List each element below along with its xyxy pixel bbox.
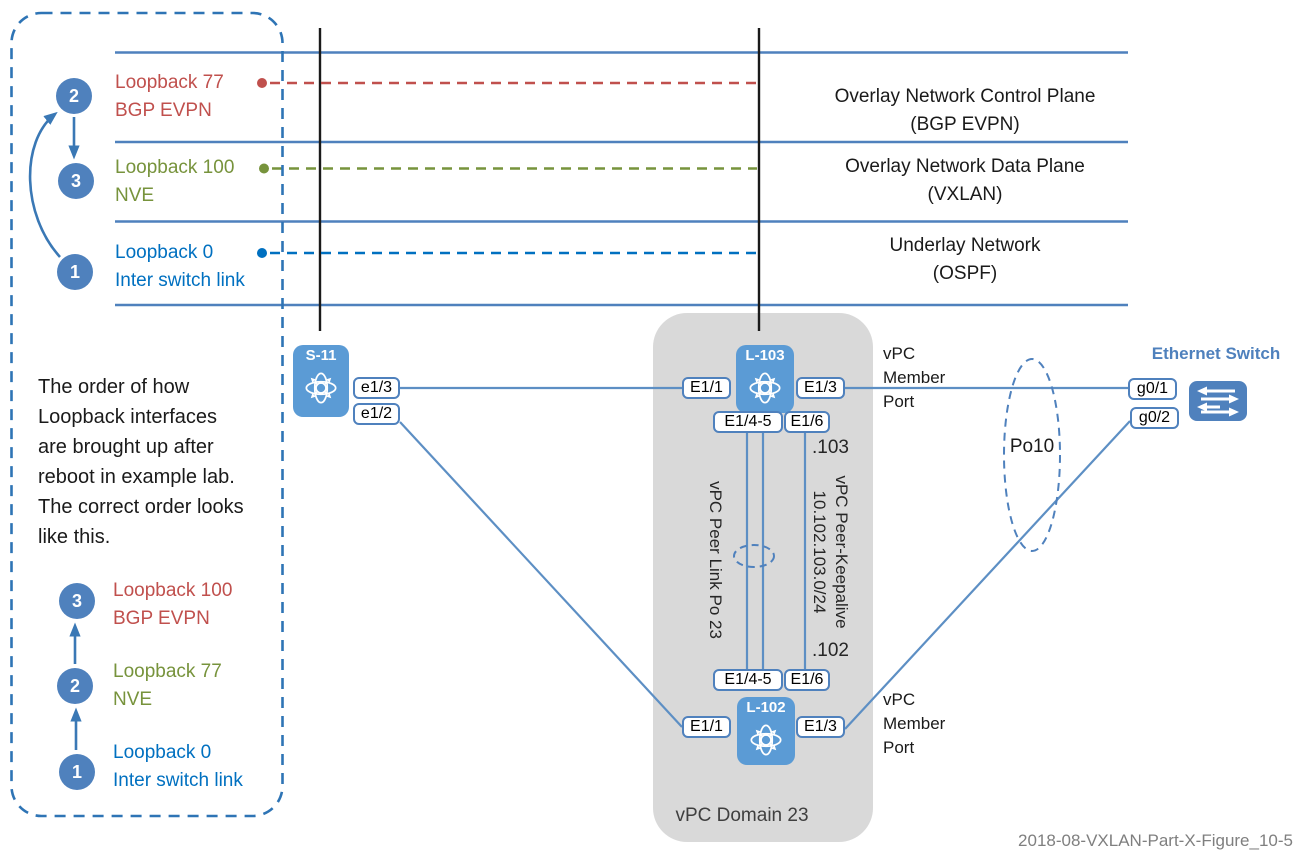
peer-link-bundle-ellipse bbox=[733, 544, 775, 568]
legend-entry: Loopback 100 NVE bbox=[115, 154, 234, 210]
plane-label-underlay: Underlay Network (OSPF) bbox=[800, 232, 1130, 288]
keepalive-subnet: 10.102.103.0/24 bbox=[810, 490, 829, 614]
plane-subtitle: (OSPF) bbox=[932, 263, 998, 284]
link-l102-ethswitch bbox=[844, 420, 1131, 730]
vpc-member-port-label-top: vPC Member Port bbox=[883, 344, 946, 411]
port-l103-e1-1: E1/1 bbox=[682, 377, 731, 399]
loopback77-dot bbox=[257, 78, 267, 88]
keepalive-ip-103: .103 bbox=[812, 437, 849, 458]
step-circle: 1 bbox=[59, 754, 95, 790]
po10-bundle-ellipse bbox=[1003, 358, 1061, 552]
port-eth-g0-2: g0/2 bbox=[1130, 407, 1179, 429]
observed-order-arrows bbox=[28, 111, 80, 258]
link-s11-l102 bbox=[399, 421, 683, 728]
step-circle: 3 bbox=[58, 163, 94, 199]
leaf-switch-icon bbox=[744, 718, 788, 762]
step-circle: 2 bbox=[57, 668, 93, 704]
topology-links bbox=[399, 386, 1131, 730]
loopback-interface-label: Loopback 0 bbox=[115, 242, 214, 263]
vpc-domain-label: vPC Domain 23 bbox=[675, 805, 809, 826]
step-circle: 2 bbox=[56, 78, 92, 114]
spine-switch-icon bbox=[299, 366, 343, 410]
loopback-interface-label: Loopback 77 bbox=[113, 661, 222, 682]
correct-order-arrows bbox=[69, 622, 82, 750]
loopback-role-label: NVE bbox=[115, 185, 155, 206]
loopback-role-label: BGP EVPN bbox=[113, 608, 210, 629]
loopback-role-label: Inter switch link bbox=[115, 270, 245, 291]
node-name: L-103 bbox=[745, 347, 785, 364]
plane-subtitle: (BGP EVPN) bbox=[910, 114, 1020, 135]
node-l103: L-103 bbox=[736, 345, 794, 413]
legend-entry: Loopback 100 BGP EVPN bbox=[113, 577, 232, 633]
po10-label: Po10 bbox=[1009, 436, 1055, 457]
loopback-interface-label: Loopback 100 bbox=[113, 580, 233, 601]
boot-order-note: The order of how Loopback interfaces are… bbox=[38, 376, 244, 548]
node-name: S-11 bbox=[305, 347, 337, 364]
port-l103-e1-4-5: E1/4-5 bbox=[713, 411, 783, 433]
plane-subtitle: (VXLAN) bbox=[927, 184, 1003, 205]
loopback-interface-label: Loopback 100 bbox=[115, 157, 235, 178]
vpc-peer-link-label: vPC Peer Link Po 23 bbox=[706, 481, 725, 639]
plane-label-data: Overlay Network Data Plane (VXLAN) bbox=[800, 153, 1130, 209]
plane-title: Underlay Network bbox=[889, 235, 1041, 256]
ethernet-switch-title: Ethernet Switch bbox=[1151, 344, 1281, 363]
legend-entry: Loopback 0 Inter switch link bbox=[115, 239, 245, 295]
plane-title: Overlay Network Control Plane bbox=[834, 86, 1096, 107]
legend-entry: Loopback 77 BGP EVPN bbox=[115, 69, 224, 125]
loopback-plane-links bbox=[257, 78, 757, 258]
node-l102: L-102 bbox=[737, 697, 795, 765]
port-eth-g0-1: g0/1 bbox=[1128, 378, 1177, 400]
plane-separator-lines bbox=[115, 51, 1128, 307]
port-s11-e1-3: e1/3 bbox=[353, 377, 400, 399]
ethernet-switch-icon bbox=[1189, 381, 1247, 421]
loopback-role-label: NVE bbox=[113, 689, 153, 710]
node-name: L-102 bbox=[746, 699, 786, 716]
vpc-peer-keepalive-label: vPC Peer-Keepalive 10.102.103.0/24 bbox=[808, 450, 852, 654]
loopback-interface-label: Loopback 77 bbox=[115, 72, 224, 93]
legend-entry: Loopback 0 Inter switch link bbox=[113, 739, 243, 795]
legend-entry: Loopback 77 NVE bbox=[113, 658, 222, 714]
node-s11: S-11 bbox=[293, 345, 349, 417]
keepalive-title: vPC Peer-Keepalive bbox=[832, 475, 851, 629]
step-circle: 3 bbox=[59, 583, 95, 619]
keepalive-ip-102: .102 bbox=[812, 640, 849, 661]
leaf-switch-icon bbox=[743, 366, 787, 410]
port-l103-e1-6: E1/6 bbox=[784, 411, 830, 433]
plane-label-control: Overlay Network Control Plane (BGP EVPN) bbox=[800, 83, 1130, 139]
boot-order-panel-border bbox=[10, 11, 284, 818]
loopback0-dot bbox=[257, 248, 267, 258]
loopback-role-label: Inter switch link bbox=[113, 770, 243, 791]
device-reference-lines bbox=[318, 28, 761, 331]
port-l102-e1-3: E1/3 bbox=[796, 716, 845, 738]
step-circle: 1 bbox=[57, 254, 93, 290]
port-l103-e1-3: E1/3 bbox=[796, 377, 845, 399]
loopback100-dot bbox=[259, 163, 269, 174]
loopback-role-label: BGP EVPN bbox=[115, 100, 212, 121]
loopback-interface-label: Loopback 0 bbox=[113, 742, 212, 763]
port-s11-e1-2: e1/2 bbox=[353, 403, 400, 425]
vpc-member-port-label-bottom: vPC Member Port bbox=[883, 690, 946, 757]
figure-caption: 2018-08-VXLAN-Part-X-Figure_10-5 bbox=[1018, 831, 1293, 850]
port-l102-e1-4-5: E1/4-5 bbox=[713, 669, 783, 691]
port-l102-e1-1: E1/1 bbox=[682, 716, 731, 738]
port-l102-e1-6: E1/6 bbox=[784, 669, 830, 691]
plane-title: Overlay Network Data Plane bbox=[845, 156, 1085, 177]
